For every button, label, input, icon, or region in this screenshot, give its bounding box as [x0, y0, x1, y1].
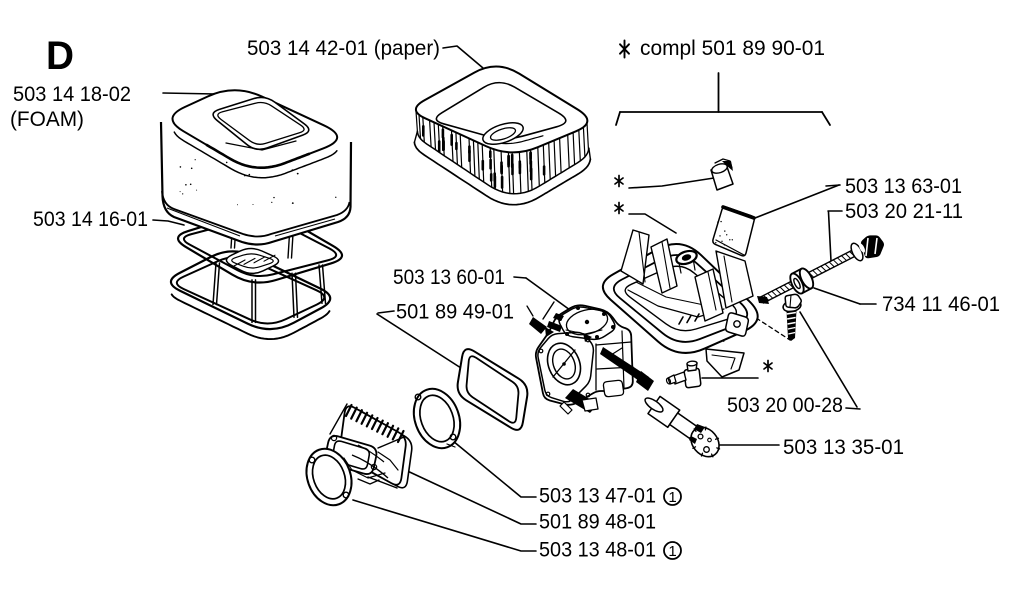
svg-text:D: D [46, 34, 74, 78]
svg-text:503 13 63-01: 503 13 63-01 [845, 175, 962, 198]
svg-text:503 13 47-01: 503 13 47-01 [539, 485, 656, 508]
svg-text:1: 1 [668, 489, 676, 506]
svg-text:503 14 16-01: 503 14 16-01 [33, 208, 148, 231]
svg-text:(FOAM): (FOAM) [10, 108, 84, 131]
svg-text:503 14 18-02: 503 14 18-02 [13, 83, 131, 106]
svg-text:503 14 42-01 (paper): 503 14 42-01 (paper) [247, 37, 440, 60]
svg-text:503 13 48-01: 503 13 48-01 [539, 539, 656, 562]
svg-text:503 13 35-01: 503 13 35-01 [783, 436, 904, 459]
svg-text:compl 501 89 90-01: compl 501 89 90-01 [640, 37, 825, 60]
svg-text:503 20 00-28: 503 20 00-28 [727, 394, 843, 417]
svg-text:734 11 46-01: 734 11 46-01 [882, 293, 1000, 316]
svg-text:503 20 21-11: 503 20 21-11 [845, 200, 963, 223]
svg-text:1: 1 [668, 543, 676, 560]
svg-text:501 89 49-01: 501 89 49-01 [396, 301, 514, 324]
svg-text:501 89 48-01: 501 89 48-01 [539, 511, 656, 534]
svg-text:503 13 60-01: 503 13 60-01 [393, 266, 505, 289]
